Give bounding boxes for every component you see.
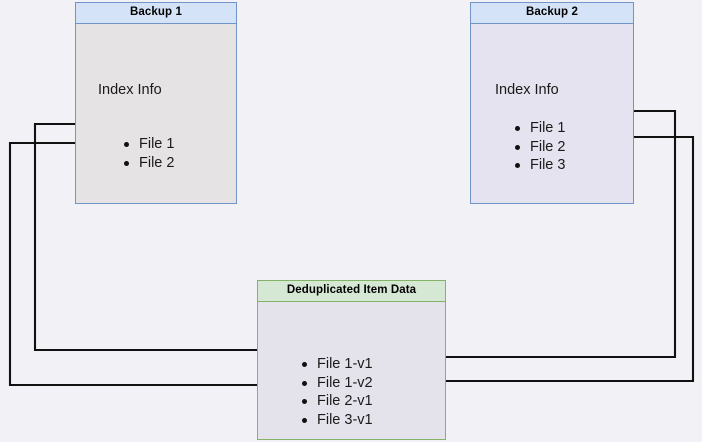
list-item: File 3 bbox=[513, 156, 565, 175]
list-item: File 1 bbox=[122, 135, 174, 154]
backup-1-body: Index Info File 1 File 2 bbox=[76, 24, 236, 203]
deduplicated-item-data-title: Deduplicated Item Data bbox=[258, 281, 445, 302]
backup-1-index-label: Index Info bbox=[98, 82, 162, 98]
deduplicated-file-list: File 1-v1 File 1-v2 File 2-v1 File 3-v1 bbox=[300, 355, 373, 429]
list-item: File 2 bbox=[122, 154, 174, 173]
list-item: File 2 bbox=[513, 138, 565, 157]
list-item: File 1-v2 bbox=[300, 374, 373, 393]
backup-2-file-list: File 1 File 2 File 3 bbox=[513, 119, 565, 175]
deduplicated-item-data-box[interactable]: Deduplicated Item Data File 1-v1 File 1-… bbox=[257, 280, 446, 440]
backup-2-index-label: Index Info bbox=[495, 82, 559, 98]
list-item: File 1-v1 bbox=[300, 355, 373, 374]
list-item: File 2-v1 bbox=[300, 392, 373, 411]
backup-1-title: Backup 1 bbox=[76, 3, 236, 24]
backup-2-body: Index Info File 1 File 2 File 3 bbox=[471, 24, 633, 203]
backup-1-file-list: File 1 File 2 bbox=[122, 135, 174, 172]
backup-1-box[interactable]: Backup 1 Index Info File 1 File 2 bbox=[75, 2, 237, 204]
backup-2-box[interactable]: Backup 2 Index Info File 1 File 2 File 3 bbox=[470, 2, 634, 204]
list-item: File 3-v1 bbox=[300, 411, 373, 430]
backup-2-title: Backup 2 bbox=[471, 3, 633, 24]
list-item: File 1 bbox=[513, 119, 565, 138]
deduplicated-item-data-body: File 1-v1 File 1-v2 File 2-v1 File 3-v1 bbox=[258, 302, 445, 439]
